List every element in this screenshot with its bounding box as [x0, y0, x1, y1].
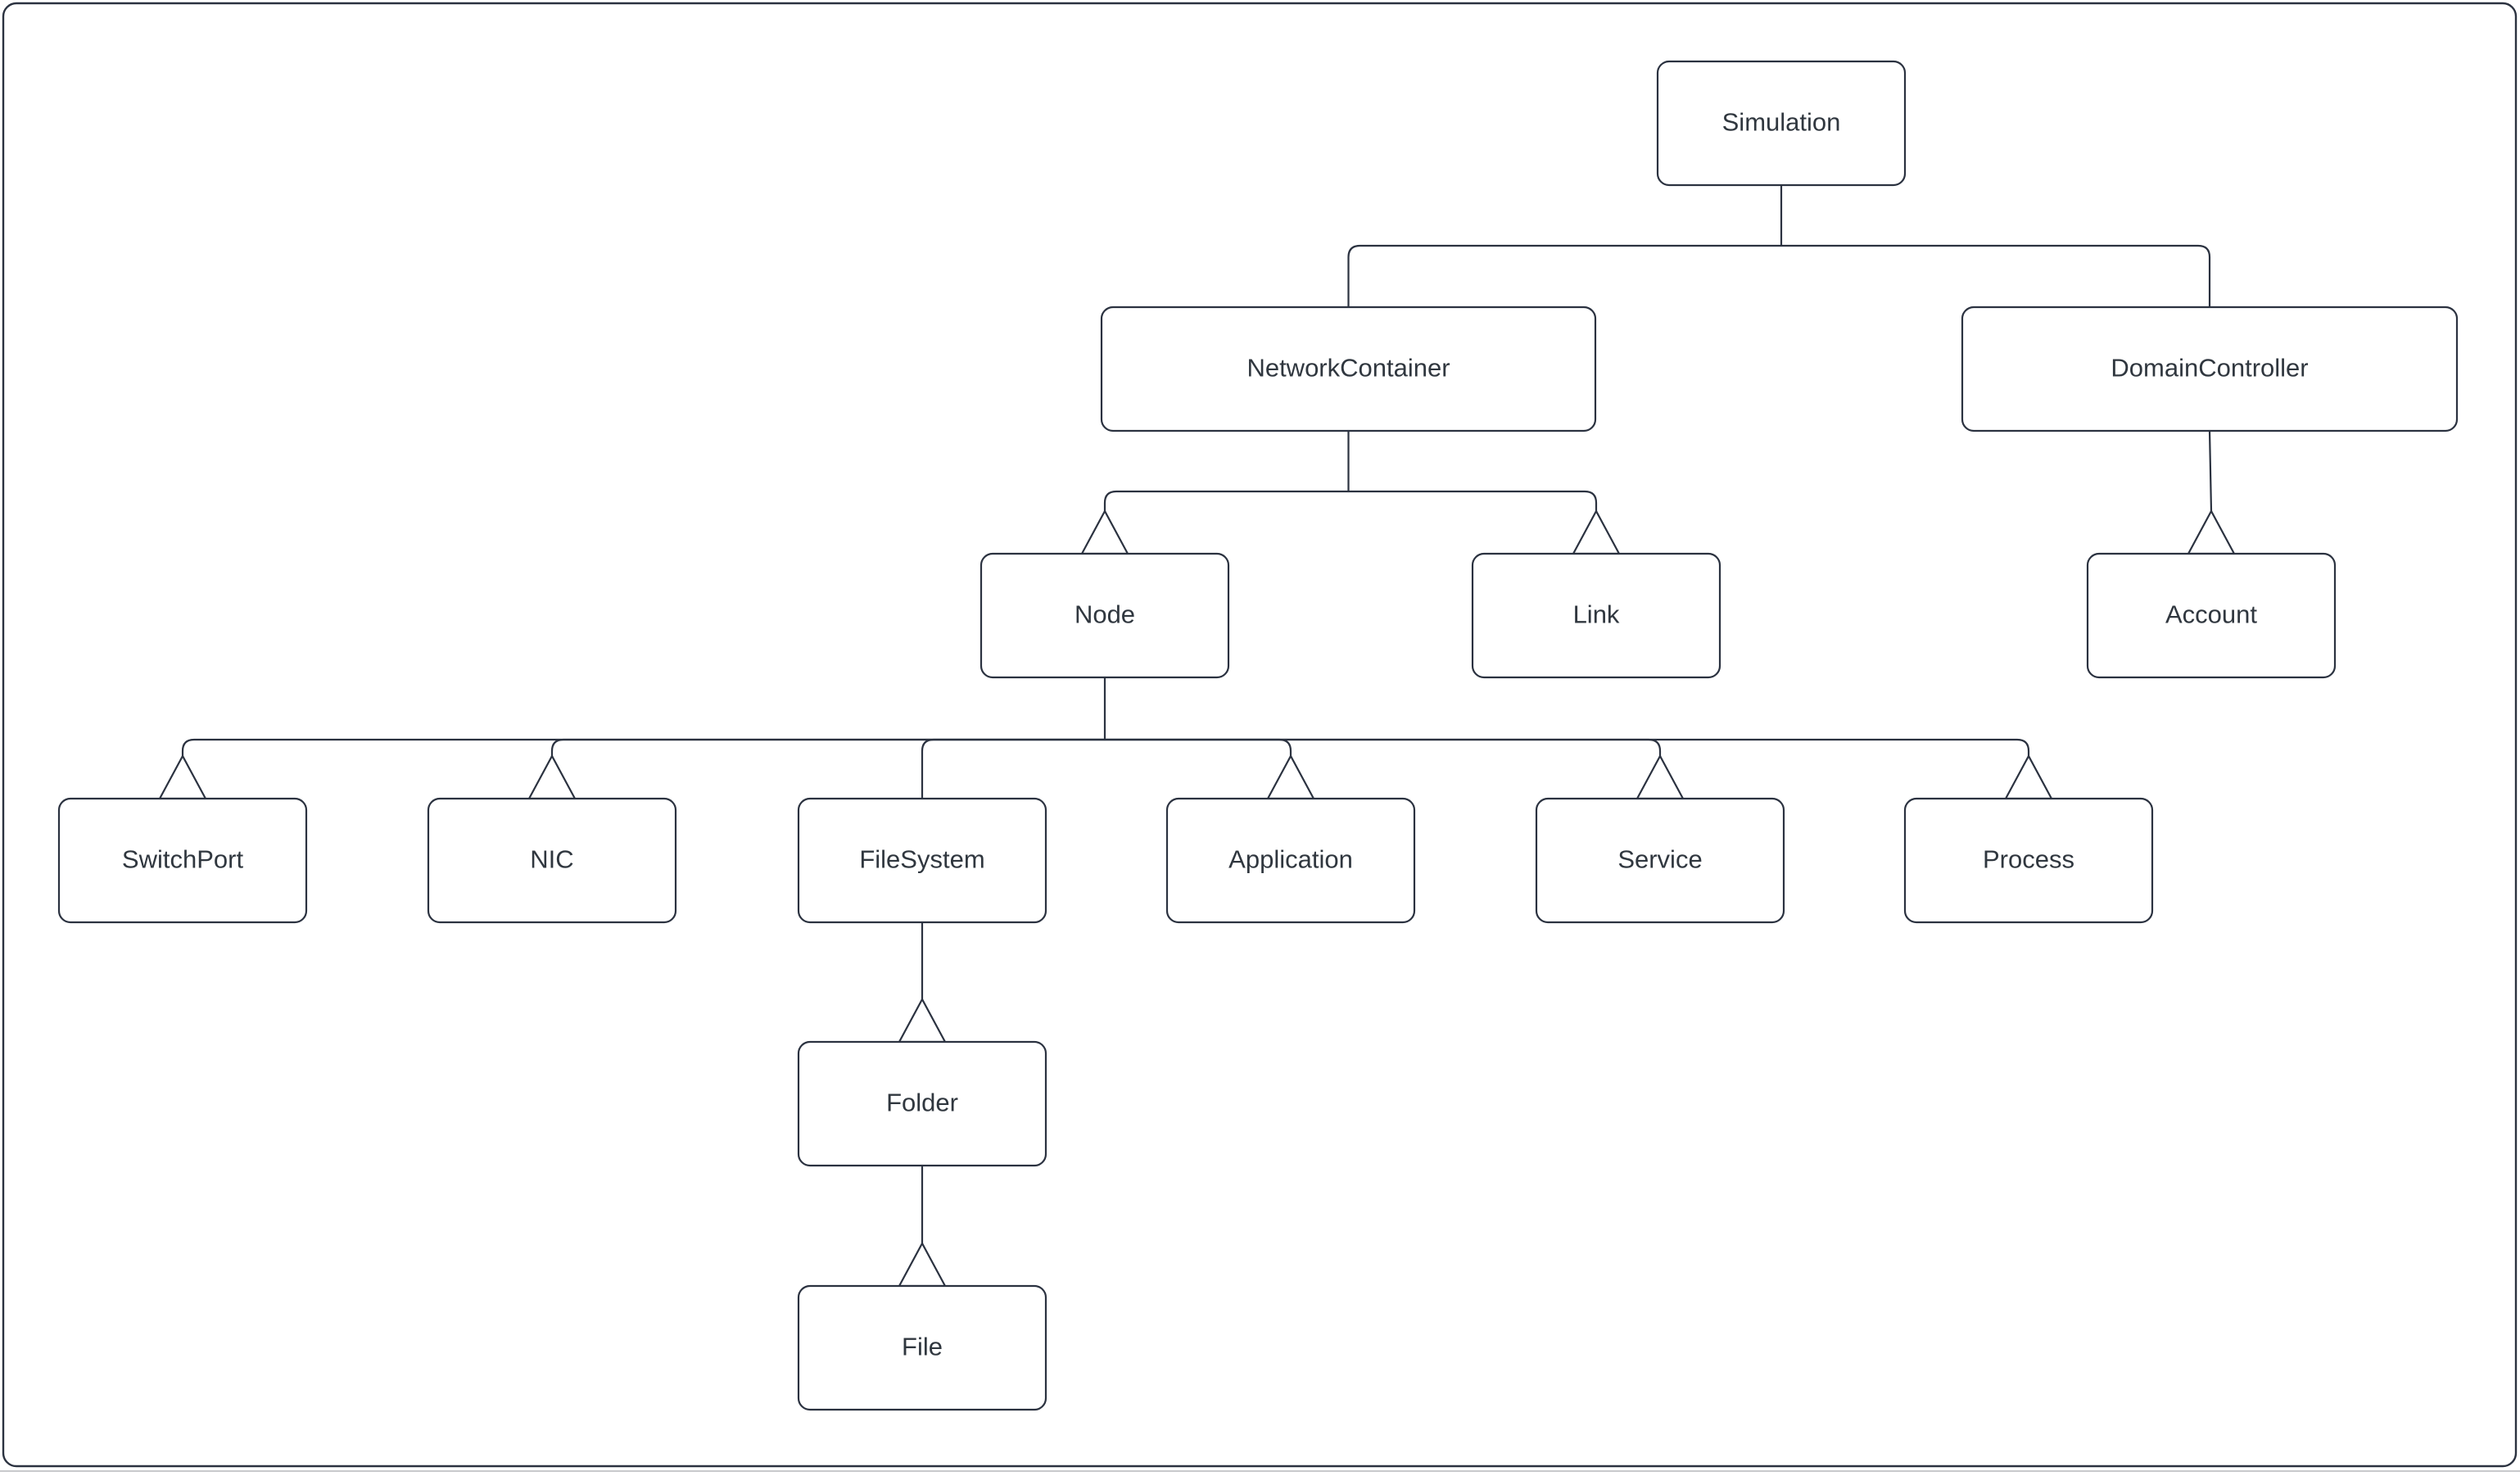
- edge-node-to-switchport: [181, 738, 1105, 756]
- class-box-link[interactable]: [1471, 552, 1721, 679]
- edge-simulation-to-domaincontroller: [1781, 244, 2211, 307]
- class-box-domaincontroller[interactable]: [1961, 306, 2459, 432]
- class-node-nic[interactable]: NIC: [427, 797, 677, 924]
- edge-node-to-process: [1105, 738, 2030, 756]
- class-node-link[interactable]: Link: [1471, 552, 1721, 679]
- class-label-switchport: SwitchPort: [122, 845, 244, 874]
- class-label-service: Service: [1617, 845, 1702, 874]
- class-label-node: Node: [1075, 600, 1135, 629]
- class-label-networkcontainer: NetworkContainer: [1246, 354, 1450, 383]
- class-label-process: Process: [1983, 845, 2074, 874]
- class-node-account[interactable]: Account: [2086, 552, 2337, 679]
- edge-networkcontainer-to-node: [1103, 490, 1349, 511]
- class-box-account[interactable]: [2086, 552, 2337, 679]
- class-label-folder: Folder: [886, 1089, 958, 1117]
- class-label-domaincontroller: DomainController: [2111, 354, 2308, 383]
- class-label-nic: NIC: [530, 845, 573, 874]
- class-node-domaincontroller[interactable]: DomainController: [1961, 306, 2459, 432]
- class-node-switchport[interactable]: SwitchPort: [57, 797, 308, 924]
- class-node-service[interactable]: Service: [1535, 797, 1785, 924]
- edge-networkcontainer-to-link: [1348, 490, 1598, 511]
- class-label-account: Account: [2165, 600, 2257, 629]
- class-box-application[interactable]: [1165, 797, 1416, 924]
- class-node-simulation[interactable]: Simulation: [1656, 60, 1907, 187]
- class-box-service[interactable]: [1535, 797, 1785, 924]
- class-box-file[interactable]: [797, 1284, 1047, 1411]
- class-box-switchport[interactable]: [57, 797, 308, 924]
- class-label-file: File: [902, 1333, 943, 1361]
- class-node-application[interactable]: Application: [1165, 797, 1416, 924]
- class-box-process[interactable]: [1903, 797, 2154, 924]
- class-node-networkcontainer[interactable]: NetworkContainer: [1100, 306, 1597, 432]
- class-box-filesystem[interactable]: [797, 797, 1047, 924]
- class-node-file[interactable]: File: [797, 1284, 1047, 1411]
- class-box-folder[interactable]: [797, 1040, 1047, 1167]
- class-box-networkcontainer[interactable]: [1100, 306, 1597, 432]
- class-node-process[interactable]: Process: [1903, 797, 2154, 924]
- class-label-simulation: Simulation: [1722, 108, 1841, 137]
- edge-node-to-filesystem: [921, 738, 1105, 799]
- edge-simulation-to-networkcontainer: [1347, 244, 1781, 307]
- class-node-node[interactable]: Node: [979, 552, 1230, 679]
- edge-node-to-nic: [550, 738, 1105, 756]
- edge-domaincontroller-to-account: [2208, 430, 2213, 512]
- edge-layer: [158, 185, 2236, 1288]
- class-box-nic[interactable]: [427, 797, 677, 924]
- class-label-application: Application: [1228, 845, 1353, 874]
- class-label-filesystem: FileSystem: [859, 845, 984, 874]
- class-node-filesystem[interactable]: FileSystem: [797, 797, 1047, 924]
- class-label-link: Link: [1573, 600, 1620, 629]
- class-node-folder[interactable]: Folder: [797, 1040, 1047, 1167]
- class-box-simulation[interactable]: [1656, 60, 1907, 187]
- class-box-node[interactable]: [979, 552, 1230, 679]
